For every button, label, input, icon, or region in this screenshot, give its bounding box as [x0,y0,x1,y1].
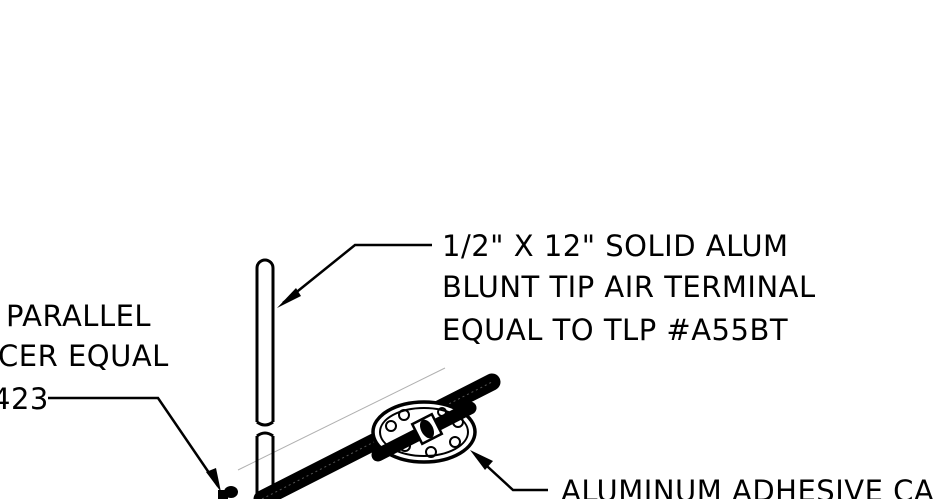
rod-break-mark [256,420,274,438]
air-terminal-leader [282,243,432,304]
air-terminal-arrowhead [277,288,301,308]
cable-holder-label-line-1: ALUMINUM ADHESIVE CABLE [561,474,934,499]
adhesive-cable-holder [371,400,477,464]
cable-holder-arrowhead [470,450,493,470]
connector-label-line-1: PARALLEL [6,299,151,333]
parallel-connector [218,486,238,499]
air-terminal-rod [255,258,275,422]
air-terminal-label-line-3: EQUAL TO TLP #A55BT [442,313,788,347]
connector-arrowhead [206,468,221,492]
cable-holder-leader [475,455,548,492]
air-terminal-label-line-1: 1/2" X 12" SOLID ALUM [442,229,789,263]
air-terminal-label-line-2: BLUNT TIP AIR TERMINAL [442,270,816,304]
connector-label-line-3: 423 [0,382,49,416]
connector-label-line-2: CER EQUAL [0,339,169,373]
connector-leader [48,396,220,487]
